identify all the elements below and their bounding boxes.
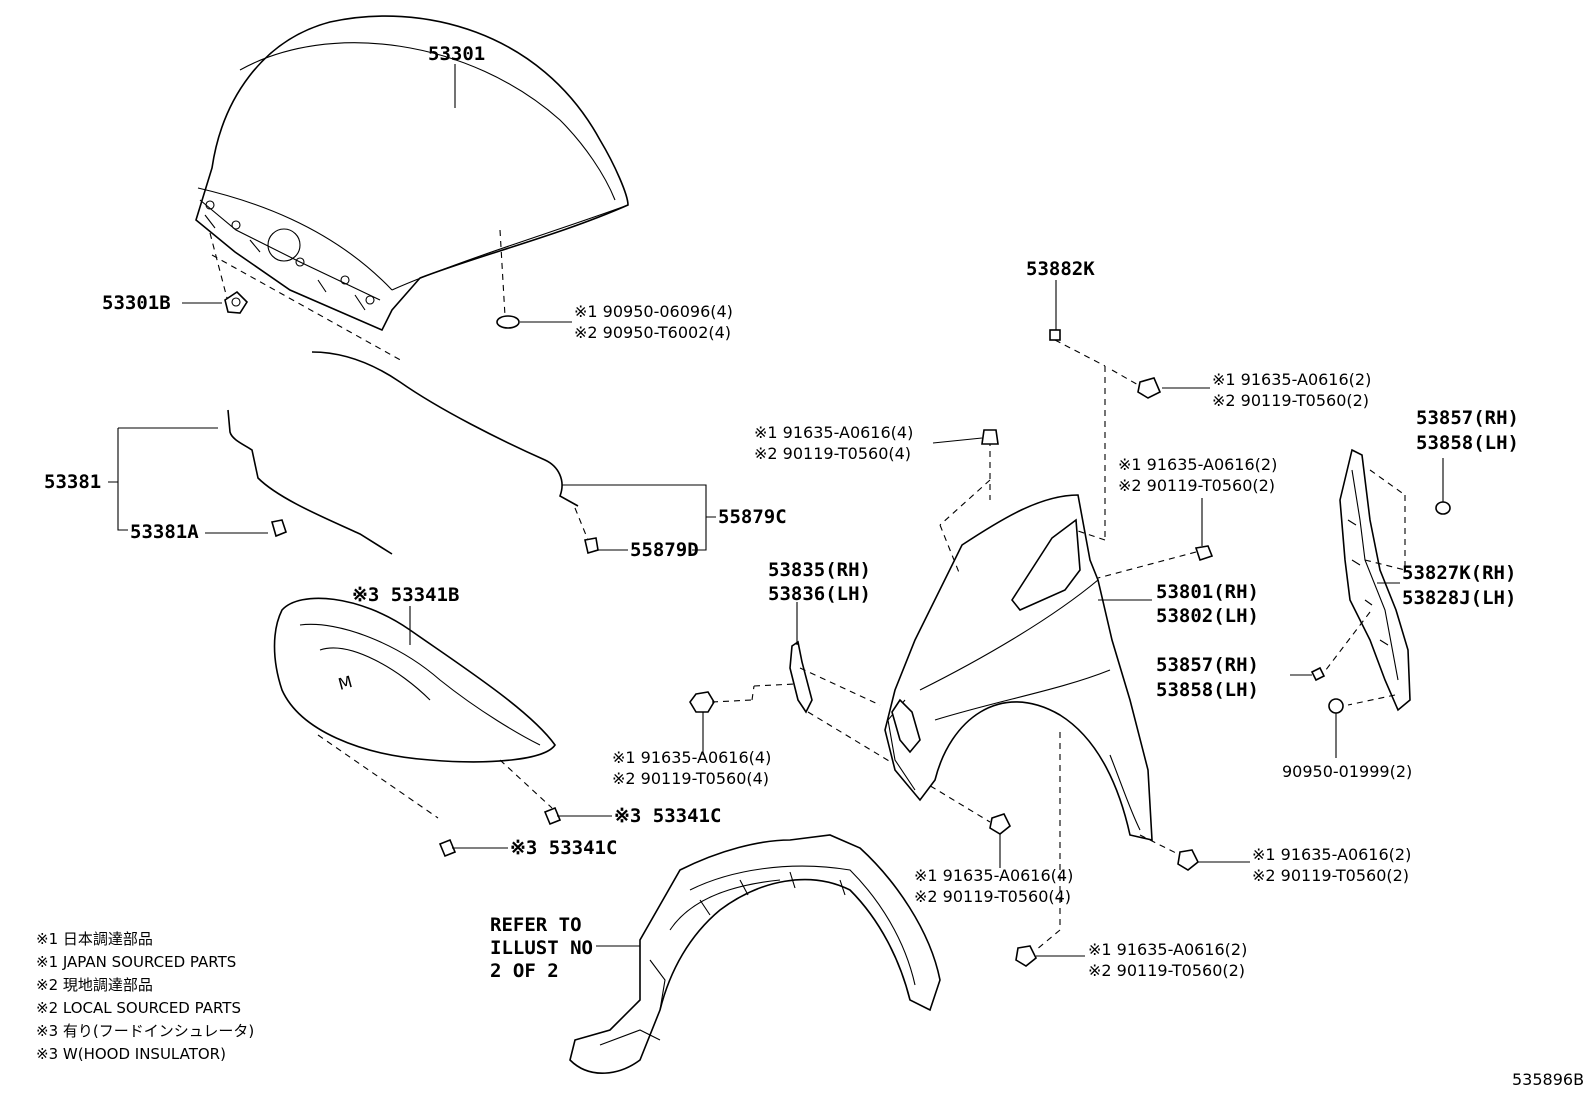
hood-panel (195, 15, 629, 332)
label-bolt-lower-2: ※2 90119-T0560(4) (914, 887, 1072, 906)
label-fender-rh: 53801(RH) (1156, 581, 1259, 603)
hood-hole-plug (496, 315, 520, 329)
label-rear-seal-group: 55879C (718, 506, 787, 528)
label-nut-53882k: 53882K (1026, 258, 1095, 280)
upper-bolt (1137, 377, 1162, 399)
label-liner-rh: 53827K(RH) (1402, 562, 1517, 584)
seal-plug (1435, 501, 1451, 515)
svg-text:M: M (336, 672, 354, 694)
nut-53882k (1049, 329, 1061, 341)
label-bolt-bracket-2: ※2 90119-T0560(4) (612, 769, 770, 788)
label-bolt-bracket-1: ※1 91635-A0616(4) (612, 748, 772, 767)
note-3: ※2 現地調達部品 (36, 976, 153, 994)
fender-bracket (789, 640, 813, 714)
label-rear-seal-clip: 55879D (630, 539, 699, 561)
inner-wheel-liner (569, 834, 941, 1074)
label-refer-1: REFER TO (490, 914, 582, 936)
note-1: ※1 日本調達部品 (36, 930, 153, 948)
label-refer-3: 2 OF 2 (490, 960, 559, 982)
label-refer-2: ILLUST NO (490, 937, 593, 959)
label-seal-plug-rh: 53857(RH) (1416, 407, 1519, 429)
label-insulator: ※3 53341B (352, 584, 460, 606)
label-bolt-upper-2: ※2 90119-T0560(2) (1212, 391, 1370, 410)
mid-bolt (1194, 545, 1214, 562)
leader-lines (108, 64, 1444, 957)
label-bolt-mid-2: ※2 90119-T0560(2) (1118, 476, 1276, 495)
label-bolt-rear-1: ※1 91635-A0616(2) (1252, 845, 1412, 864)
label-bolt-bottom-2: ※2 90119-T0560(2) (1088, 961, 1246, 980)
label-liner-lh: 53828J(LH) (1402, 587, 1517, 609)
label-bolt-upper-1: ※1 91635-A0616(2) (1212, 370, 1372, 389)
insulator-clip-b (438, 838, 457, 858)
label-bolt-rear-2: ※2 90119-T0560(2) (1252, 866, 1410, 885)
bracket-bolt (689, 691, 715, 713)
rear-bolt (1177, 849, 1200, 871)
illustration-code: 535896B (1512, 1070, 1585, 1089)
label-bracket-lh: 53836(LH) (768, 583, 871, 605)
hood-cushion-part (224, 290, 249, 314)
label-insulator-clip-b: ※3 53341C (510, 837, 618, 859)
grommet-part (1328, 698, 1344, 714)
rear-seal-clip-part (584, 537, 599, 555)
label-seal-clip: 53381A (130, 521, 199, 543)
label-bolt-lower-1: ※1 91635-A0616(4) (914, 866, 1074, 885)
label-hood-plug-1: ※1 90950-06096(4) (574, 302, 733, 321)
label-hood: 53301 (428, 43, 486, 65)
fender-top-bolt (981, 429, 999, 445)
liner-clip (1310, 666, 1326, 682)
bottom-bolt (1015, 945, 1038, 967)
label-bolt-fender-top-1: ※1 91635-A0616(4) (754, 423, 914, 442)
label-seal-plug-lh: 53858(LH) (1416, 432, 1519, 454)
label-bolt-mid-1: ※1 91635-A0616(2) (1118, 455, 1278, 474)
label-seal-group: 53381 (44, 471, 102, 493)
hood-rear-seal (311, 351, 579, 507)
label-clip-rh: 53857(RH) (1156, 654, 1259, 676)
fender-liner-side (1339, 448, 1411, 712)
label-fender-lh: 53802(LH) (1156, 605, 1259, 627)
note-4: ※2 LOCAL SOURCED PARTS (36, 999, 241, 1017)
label-hood-plug-2: ※2 90950-T6002(4) (574, 323, 732, 342)
label-insulator-clip-a: ※3 53341C (614, 805, 722, 827)
label-hood-cushion: 53301B (102, 292, 171, 314)
note-2: ※1 JAPAN SOURCED PARTS (36, 953, 237, 971)
seal-clip-part (270, 519, 287, 538)
front-fender (884, 494, 1153, 842)
label-bracket-rh: 53835(RH) (768, 559, 871, 581)
note-5: ※3 有り(フードインシュレータ) (36, 1022, 255, 1040)
hood-side-seal (227, 409, 393, 555)
label-clip-lh: 53858(LH) (1156, 679, 1259, 701)
label-grommet: 90950-01999(2) (1282, 762, 1413, 781)
insulator-clip-a (543, 806, 562, 826)
note-6: ※3 W(HOOD INSULATOR) (36, 1045, 226, 1063)
hood-insulator: M (273, 597, 556, 763)
label-bolt-bottom-1: ※1 91635-A0616(2) (1088, 940, 1248, 959)
lower-bolt (989, 813, 1012, 835)
label-bolt-fender-top-2: ※2 90119-T0560(4) (754, 444, 912, 463)
